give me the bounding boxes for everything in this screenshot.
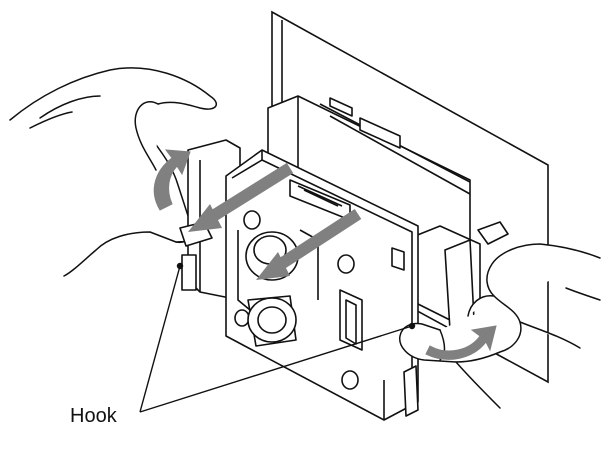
device-body	[179, 95, 509, 421]
rotate-arrow-right	[425, 325, 497, 360]
pull-arrow-lower	[274, 208, 362, 272]
hook-leader-lines	[139, 262, 416, 413]
right-hand	[399, 243, 601, 409]
pull-arrow-upper	[206, 162, 294, 224]
motion-arrows	[153, 149, 497, 360]
left-hand	[9, 67, 218, 277]
hook-label: Hook	[70, 405, 117, 427]
rotate-arrow-left	[153, 149, 191, 211]
